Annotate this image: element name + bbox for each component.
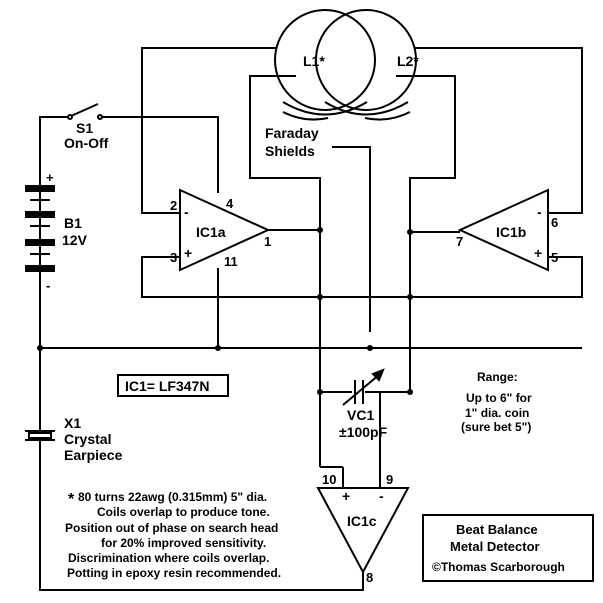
vc1-arrowhead (371, 368, 385, 382)
vc1-value: ±100pF (339, 424, 388, 440)
ic1a-label: IC1a (196, 224, 226, 240)
range-line2: 1" dia. coin (465, 406, 529, 420)
ic1b-plus: + (534, 245, 542, 261)
ic1c-pin10: 10 (322, 472, 336, 487)
faraday-label-1: Faraday (265, 125, 319, 141)
wire-l2-outer (415, 47, 583, 214)
range-line1: Up to 6" for (466, 391, 532, 405)
battery-cell (25, 265, 55, 272)
earpiece-name: X1 (64, 415, 81, 431)
faraday-shield-arc (282, 101, 368, 116)
notes-asterisk: * (68, 491, 75, 508)
earpiece-line2: Earpiece (64, 447, 123, 463)
battery-plus: + (46, 170, 54, 185)
ic1b-pin7: 7 (456, 234, 463, 249)
opamp-ic1a (179, 188, 271, 272)
wire-l1-outer (141, 47, 276, 214)
range-line3: (sure bet 5") (461, 420, 531, 434)
coil-l1-label: L1* (303, 53, 325, 69)
coil-l2-label: L2* (397, 53, 419, 69)
switch-desc: On-Off (64, 135, 109, 151)
range-title: Range: (477, 370, 518, 384)
wire-l1-inner (249, 75, 321, 230)
wire-switch-to-ic (102, 116, 219, 193)
junction-dot (407, 294, 413, 300)
note-line: Coils overlap to produce tone. (97, 505, 270, 519)
junction-dot (317, 294, 323, 300)
note-line: 80 turns 22awg (0.315mm) 5" dia. (78, 490, 267, 504)
ic1b-label: IC1b (496, 224, 526, 240)
vc1-arrow (342, 373, 381, 406)
opamp-ic1c (316, 487, 410, 575)
title-box (422, 514, 594, 582)
title-line2: Metal Detector (450, 539, 540, 554)
junction-dot (407, 389, 413, 395)
junction-dot (407, 229, 413, 235)
ic1a-plus: + (184, 245, 192, 261)
switch-contact (97, 114, 103, 120)
junction-dot (37, 345, 43, 351)
note-line: for 20% improved sensitivity. (101, 536, 266, 550)
ic1a-pin1: 1 (264, 234, 271, 249)
vc1-name: VC1 (347, 407, 374, 423)
title-credit: ©Thomas Scarborough (432, 560, 565, 574)
earpiece-crystal (28, 432, 52, 439)
ic1a-pin4: 4 (226, 196, 234, 211)
ic1a-minus: - (184, 204, 189, 220)
junction-dot (215, 345, 221, 351)
faraday-shield-arc (364, 111, 411, 121)
note-line: Position out of phase on search head (65, 521, 278, 535)
opamp-ic1b (457, 188, 549, 272)
battery-name: B1 (64, 215, 82, 231)
coil-l2 (315, 9, 417, 111)
ic1a-pin11: 11 (224, 254, 238, 269)
ic1b-minus: - (537, 204, 542, 220)
battery-voltage: 12V (62, 232, 88, 248)
switch-name: S1 (76, 120, 93, 136)
junction-dot (317, 227, 323, 233)
ic-type-label: IC1= LF347N (125, 378, 209, 394)
note-line: Potting in epoxy resin recommended. (67, 566, 281, 580)
ic1b-pin6: 6 (551, 215, 558, 230)
battery-cell (25, 239, 55, 246)
ic1c-plus: + (342, 488, 350, 504)
note-line: Discrimination where coils overlap. (68, 551, 269, 565)
wire-shield (332, 146, 371, 332)
battery-cell (25, 211, 55, 218)
ic1c-pin8: 8 (366, 570, 373, 585)
ic1c-minus: - (379, 488, 384, 504)
switch-contact (67, 114, 73, 120)
earpiece-line1: Crystal (64, 431, 111, 447)
coil-l1 (274, 9, 376, 111)
wire-earpiece-out (39, 440, 364, 591)
wire-l2-inner (396, 75, 456, 232)
faraday-shield-arc (282, 111, 329, 121)
junction-dot (367, 345, 373, 351)
ic-type-box (117, 374, 229, 397)
switch-lever (70, 103, 99, 117)
battery-cell (25, 185, 55, 192)
ic1c-pin9: 9 (386, 472, 393, 487)
title-line1: Beat Balance (456, 522, 538, 537)
faraday-shield-arc (324, 101, 409, 116)
ic1a-pin2: 2 (170, 198, 177, 213)
wire-ic1b-plus (410, 256, 583, 298)
wire-ic1a-plus (141, 256, 410, 298)
battery-minus: - (46, 278, 50, 293)
faraday-label-2: Shields (265, 143, 315, 159)
ic1c-label: IC1c (347, 513, 377, 529)
